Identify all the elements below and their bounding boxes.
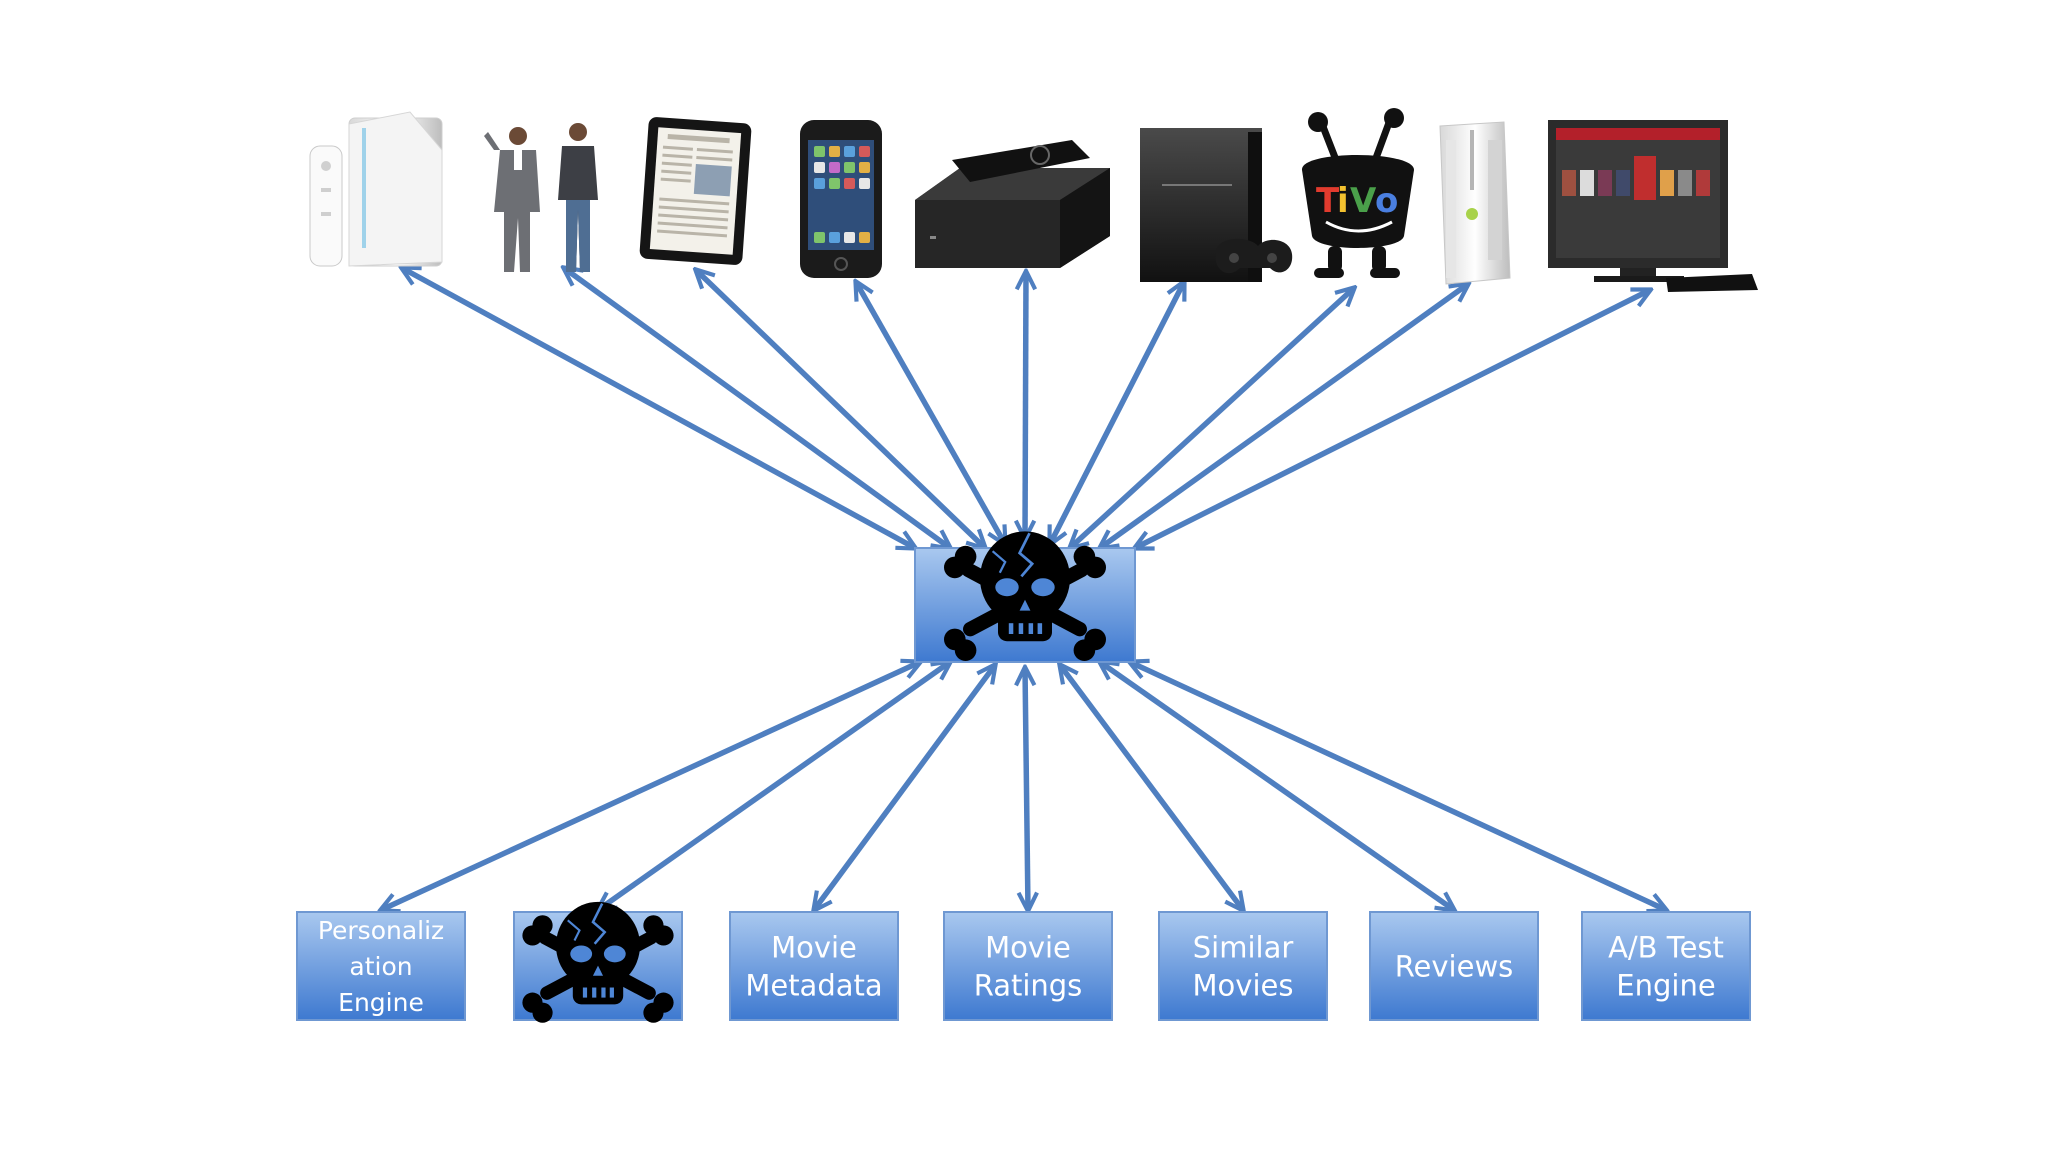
service-label: Movies [1193,968,1294,1002]
set-top-box-icon [915,140,1110,268]
svg-text:T: T [1316,181,1340,221]
service-label: A/B Test [1608,930,1724,964]
service-label: Engine [1616,968,1715,1002]
service-label: Personaliz [318,916,444,945]
svg-text:V: V [1350,181,1377,221]
people-icon [484,123,598,272]
tv-icon [1548,120,1758,292]
service-label: Engine [338,988,424,1017]
service-box-broken [513,900,683,1025]
service-box-bg [729,911,899,1021]
service-box-bg [943,911,1113,1021]
service-label: Movie [985,930,1071,964]
client-devices: T i V o [309,108,1758,292]
service-label: Reviews [1395,949,1514,983]
arrow-service-2 [814,665,995,910]
svg-text:i: i [1337,181,1349,221]
arrow-service-6 [1130,662,1666,910]
tablet-icon [639,117,752,265]
service-box-bg [1369,911,1539,1021]
game-console-icon [1140,128,1293,282]
arrow-service-3 [1025,668,1028,910]
service-box-bg [296,911,466,1021]
service-label: Metadata [745,968,882,1002]
arrow-customer-service-people [564,268,950,548]
service-label: ation [349,952,412,981]
service-label: Movie [771,930,857,964]
tivo-mascot-icon: T i V o [1301,108,1414,278]
arrow-iphone [856,282,1005,544]
arrow-xbox-360 [1100,284,1468,548]
backend-services: PersonalizationEngineMovieMetadataMovieR… [296,900,1751,1025]
service-label: Similar [1193,930,1294,964]
service-box-reviews: Reviews [1369,911,1539,1021]
service-label: Ratings [974,968,1083,1002]
service-box-bg [1581,911,1751,1021]
phone-icon [800,120,882,278]
wii-console-icon [309,111,443,267]
central-node [914,529,1136,663]
xbox-console-icon [1439,121,1511,285]
arrow-smart-tv [1135,290,1650,548]
connection-arrows [381,268,1666,910]
svg-text:o: o [1375,181,1398,221]
service-box-bg [1158,911,1328,1021]
arrow-roku-box [1025,272,1026,538]
